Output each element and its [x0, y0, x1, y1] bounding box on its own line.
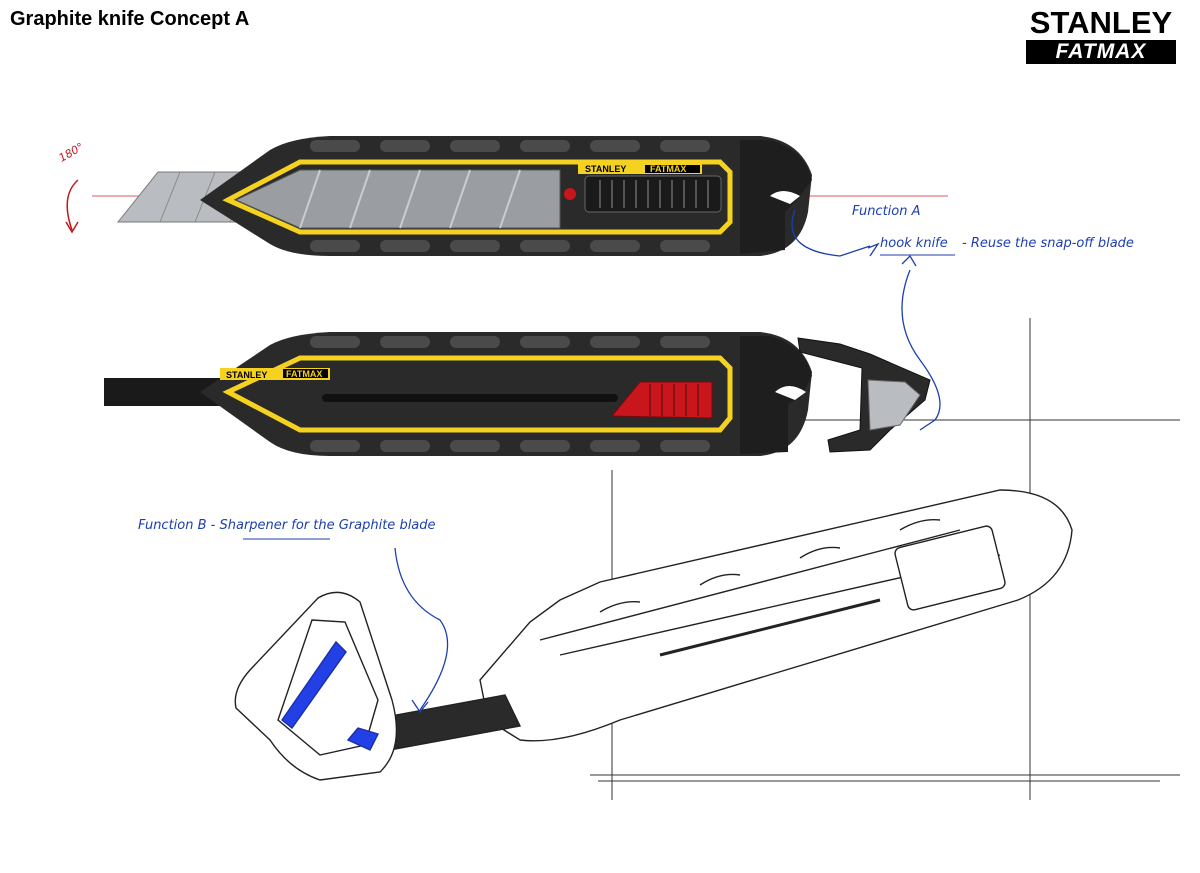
knife-sketch [234, 489, 1073, 781]
knife-middle-line: FATMAX [286, 369, 322, 379]
logo-line: FATMAX [1026, 40, 1176, 64]
function-a-title: Function A [852, 204, 921, 219]
function-b-note: Function B - Sharpener for the Graphite … [138, 518, 436, 533]
knife-top [116, 136, 812, 256]
stanley-fatmax-logo: STANLEY FATMAX [1026, 5, 1176, 64]
function-a-detail-reuse: - Reuse the snap-off blade [962, 236, 1134, 251]
function-a-detail-hook: hook knife [880, 236, 948, 251]
knife-top-brand: STANLEY [585, 164, 626, 174]
page-title: Graphite knife Concept A [10, 8, 250, 30]
logo-brand: STANLEY [1029, 5, 1173, 40]
knife-middle [104, 332, 931, 456]
knife-middle-brand: STANLEY [226, 370, 267, 380]
rotation-arrow [65, 179, 79, 234]
knife-top-line: FATMAX [650, 164, 686, 174]
annotation-arrows [394, 209, 941, 714]
